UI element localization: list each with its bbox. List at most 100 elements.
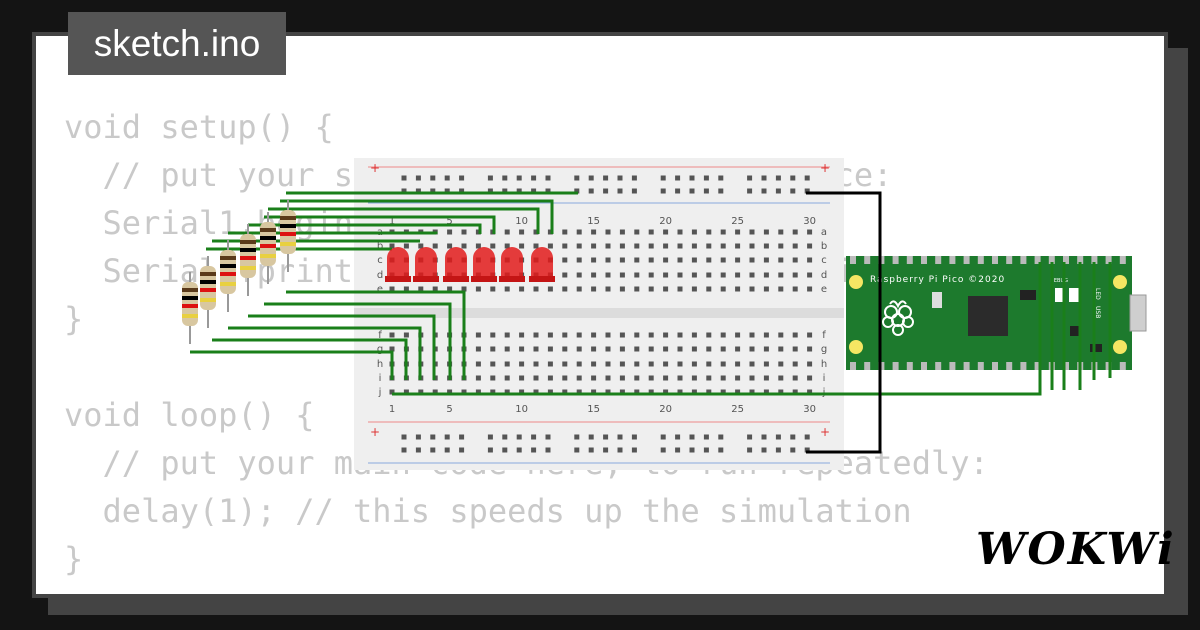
resistor-band: [200, 272, 216, 276]
red-led[interactable]: [473, 247, 495, 278]
breadboard-hole: [519, 332, 525, 338]
breadboard-label: f: [822, 330, 826, 341]
breadboard-hole: [691, 332, 697, 338]
breadboard-hole: [605, 286, 611, 292]
pico-pin: [1091, 256, 1098, 264]
breadboard-label: 20: [659, 216, 672, 227]
breadboard-hole: [792, 346, 798, 352]
breadboard-hole: [778, 257, 784, 263]
breadboard-hole: [634, 346, 640, 352]
green-wire: [286, 290, 466, 380]
red-led[interactable]: [445, 247, 467, 278]
breadboard-hole: [533, 375, 539, 381]
breadboard-label: 5: [446, 404, 452, 415]
rail-hole: [502, 188, 508, 194]
breadboard-hole: [504, 346, 510, 352]
breadboard-hole: [519, 389, 525, 395]
breadboard-hole: [763, 272, 769, 278]
breadboard-hole: [763, 229, 769, 235]
rail-hole: [430, 447, 436, 453]
rail-hole: [459, 447, 465, 453]
breadboard-hole: [533, 332, 539, 338]
breadboard-hole: [763, 346, 769, 352]
breadboard-hole: [778, 346, 784, 352]
rail-hole: [415, 447, 421, 453]
breadboard-hole: [533, 361, 539, 367]
breadboard-hole: [504, 332, 510, 338]
pico-pin: [992, 256, 998, 264]
led-base: [499, 276, 525, 282]
breadboard-hole: [663, 257, 669, 263]
breadboard-hole: [389, 243, 395, 249]
breadboard-hole: [691, 361, 697, 367]
rail-hole: [459, 188, 465, 194]
breadboard-label: a: [821, 227, 827, 238]
breadboard-hole: [475, 243, 481, 249]
breadboard-hole: [691, 243, 697, 249]
rail-hole: [660, 447, 666, 453]
breadboard-label: d: [377, 270, 383, 281]
pico-pin: [906, 362, 913, 370]
breadboard-hole: [634, 229, 640, 235]
rail-hole: [444, 447, 450, 453]
breadboard-hole: [619, 361, 625, 367]
breadboard-hole: [691, 286, 697, 292]
breadboard-hole: [720, 361, 726, 367]
rail-hole: [516, 188, 522, 194]
rail-hole: [531, 175, 537, 181]
breadboard-hole: [519, 361, 525, 367]
green-wire: [190, 350, 394, 380]
resistor-band: [280, 216, 296, 220]
rail-hole: [675, 175, 681, 181]
breadboard-hole: [475, 346, 481, 352]
pico-pin: [935, 362, 942, 370]
red-led[interactable]: [387, 247, 409, 278]
file-tab[interactable]: sketch.ino: [68, 12, 286, 75]
rail-hole: [747, 434, 753, 440]
breadboard-hole: [504, 361, 510, 367]
breadboard-hole: [562, 229, 568, 235]
breadboard-hole: [619, 243, 625, 249]
resistor-band: [182, 304, 198, 308]
rail-hole: [401, 434, 407, 440]
wires: [190, 191, 1112, 396]
plus-label: +: [370, 425, 380, 439]
breadboard-hole: [720, 286, 726, 292]
breadboard-hole: [648, 272, 654, 278]
rail-hole: [545, 175, 551, 181]
breadboard-hole: [591, 243, 597, 249]
resistor-band: [220, 282, 236, 286]
rail-hole: [415, 188, 421, 194]
rail-hole: [675, 434, 681, 440]
red-led[interactable]: [501, 247, 523, 278]
breadboard-hole: [749, 229, 755, 235]
pico-pin: [892, 256, 899, 264]
breadboard-hole: [490, 286, 496, 292]
breadboard-hole: [807, 361, 813, 367]
breadboard-hole: [792, 361, 798, 367]
rail-hole: [430, 175, 436, 181]
breadboard-hole: [490, 375, 496, 381]
rail-hole: [804, 447, 810, 453]
red-led[interactable]: [531, 247, 553, 278]
bootsel-button[interactable]: [932, 292, 942, 308]
breadboard-hole: [735, 286, 741, 292]
rail-hole: [790, 188, 796, 194]
pico-pin: [1006, 362, 1013, 370]
breadboard-hole: [778, 375, 784, 381]
red-led[interactable]: [415, 247, 437, 278]
resistor-band: [200, 288, 216, 292]
resistor-band: [260, 228, 276, 232]
rail-hole: [747, 447, 753, 453]
rail-hole: [747, 188, 753, 194]
pico-pin: [1063, 256, 1069, 264]
rail-hole: [617, 175, 623, 181]
rail-hole: [531, 447, 537, 453]
breadboard-hole: [605, 361, 611, 367]
breadboard-hole: [605, 389, 611, 395]
breadboard-hole: [547, 286, 553, 292]
breadboard-hole: [490, 332, 496, 338]
breadboard-hole: [749, 346, 755, 352]
breadboard-hole: [547, 389, 553, 395]
breadboard-label: 20: [659, 404, 672, 415]
